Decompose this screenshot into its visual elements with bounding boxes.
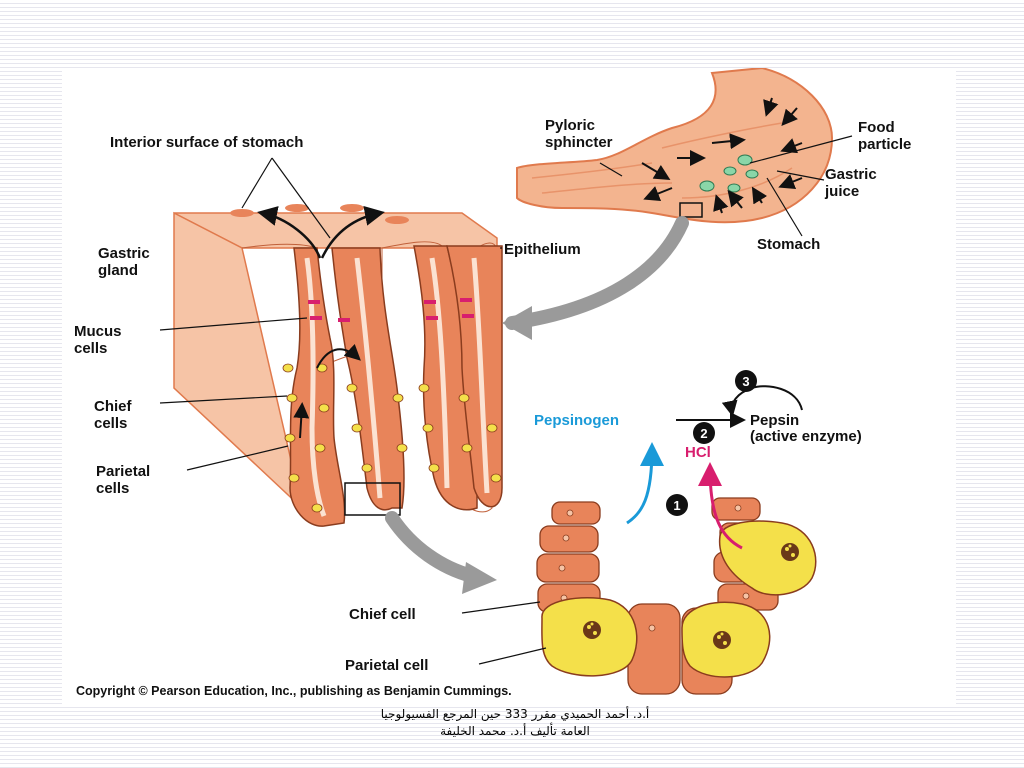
leader-lines: [159, 135, 853, 665]
pepsin-label: Pepsin(active enzyme): [750, 412, 862, 445]
step-2-number: 2: [700, 426, 707, 441]
slide-caption: أ.د. أحمد الحميدي مقرر 333 حين المرجع ال…: [300, 706, 730, 740]
pepsinogen-secretion-arrow: [626, 442, 664, 525]
zoom-box-gland: [344, 482, 401, 516]
food-particle: [699, 180, 715, 192]
step-3-number: 3: [742, 374, 749, 389]
gastric-gland-illustration: [173, 204, 503, 527]
hcl-label: HCl: [685, 444, 711, 461]
step-badges: [666, 370, 757, 516]
epithelium-label: Epithelium: [504, 241, 581, 258]
food-particle: [727, 183, 741, 193]
parietal-cell: [718, 520, 817, 596]
hcl-secretion-arrow: [698, 462, 743, 550]
food-particle: [723, 166, 737, 176]
pointer-arrows: [385, 216, 689, 594]
interior-surface-label: Interior surface of stomach: [110, 134, 303, 151]
food-particle: [745, 169, 759, 179]
stomach-label: Stomach: [757, 236, 820, 253]
gastric-pit-cells: [536, 497, 817, 695]
step-1-number: 1: [673, 498, 680, 513]
parietal-cell-label: Parietal cell: [345, 657, 428, 674]
pepsinogen-label: Pepsinogen: [534, 412, 619, 429]
copyright-notice: Copyright © Pearson Education, Inc., pub…: [76, 684, 512, 698]
caption-line-1: أ.د. أحمد الحميدي مقرر 333 حين المرجع ال…: [380, 707, 650, 721]
stomach-diagram: Interior surface of stomach Gastricgland…: [74, 68, 911, 698]
chief-cell-label: Chief cell: [349, 606, 416, 623]
caption-line-2: العامة تأليف أ.د. محمد الخليفة: [440, 724, 590, 738]
stomach-illustration: [516, 68, 834, 224]
food-particle: [737, 154, 753, 166]
zoom-box-stomach: [679, 202, 703, 218]
